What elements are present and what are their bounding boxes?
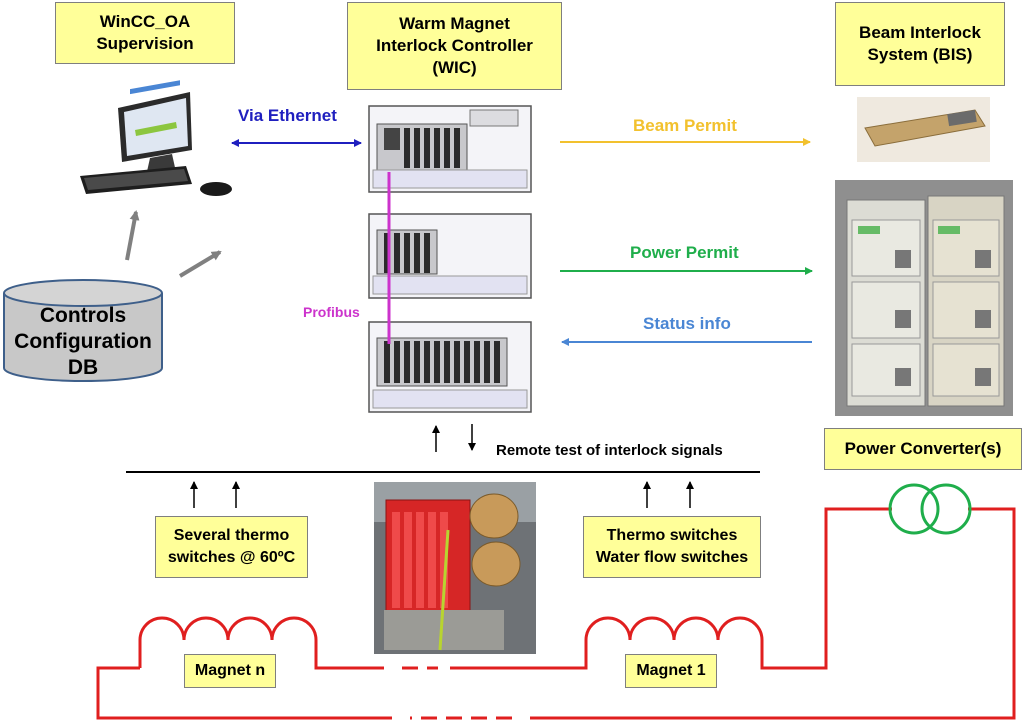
- status-info-label: Status info: [643, 314, 731, 333]
- profibus-label: Profibus: [303, 304, 360, 320]
- bis-photo: [857, 97, 990, 162]
- magnet-photo: [374, 482, 536, 654]
- remote-test-label: Remote test of interlock signals: [496, 442, 723, 459]
- power-converter-box: Power Converter(s): [824, 428, 1022, 470]
- wincc-supervision-box: WinCC_OA Supervision: [55, 2, 235, 64]
- wic-crate-2: [368, 213, 532, 299]
- magnet-circuit: [96, 507, 1016, 720]
- wic-box: Warm Magnet Interlock Controller (WIC): [347, 2, 562, 90]
- database-label: Controls Configuration DB: [14, 304, 152, 379]
- beam-permit-label: Beam Permit: [633, 116, 737, 135]
- magnet-1-box: Magnet 1: [625, 654, 717, 688]
- thermo-switches-left-box: Several thermo switches @ 60ºC: [155, 516, 308, 578]
- power-permit-label: Power Permit: [630, 243, 739, 262]
- power-converter-cabinet-photo: [835, 180, 1013, 416]
- transformer-icon: [888, 483, 972, 535]
- db-to-computer-arrow-2: [178, 250, 222, 278]
- wic-crate-3: [368, 321, 532, 413]
- computer-icon: [80, 80, 232, 196]
- thermo-switches-right-box: Thermo switches Water flow switches: [583, 516, 761, 578]
- wic-crate-1: [368, 105, 532, 193]
- database-cylinder: [3, 279, 163, 382]
- magnet-n-box: Magnet n: [184, 654, 276, 688]
- db-to-computer-arrow: [125, 210, 140, 261]
- ethernet-label: Via Ethernet: [238, 106, 337, 125]
- bis-box: Beam Interlock System (BIS): [835, 2, 1005, 86]
